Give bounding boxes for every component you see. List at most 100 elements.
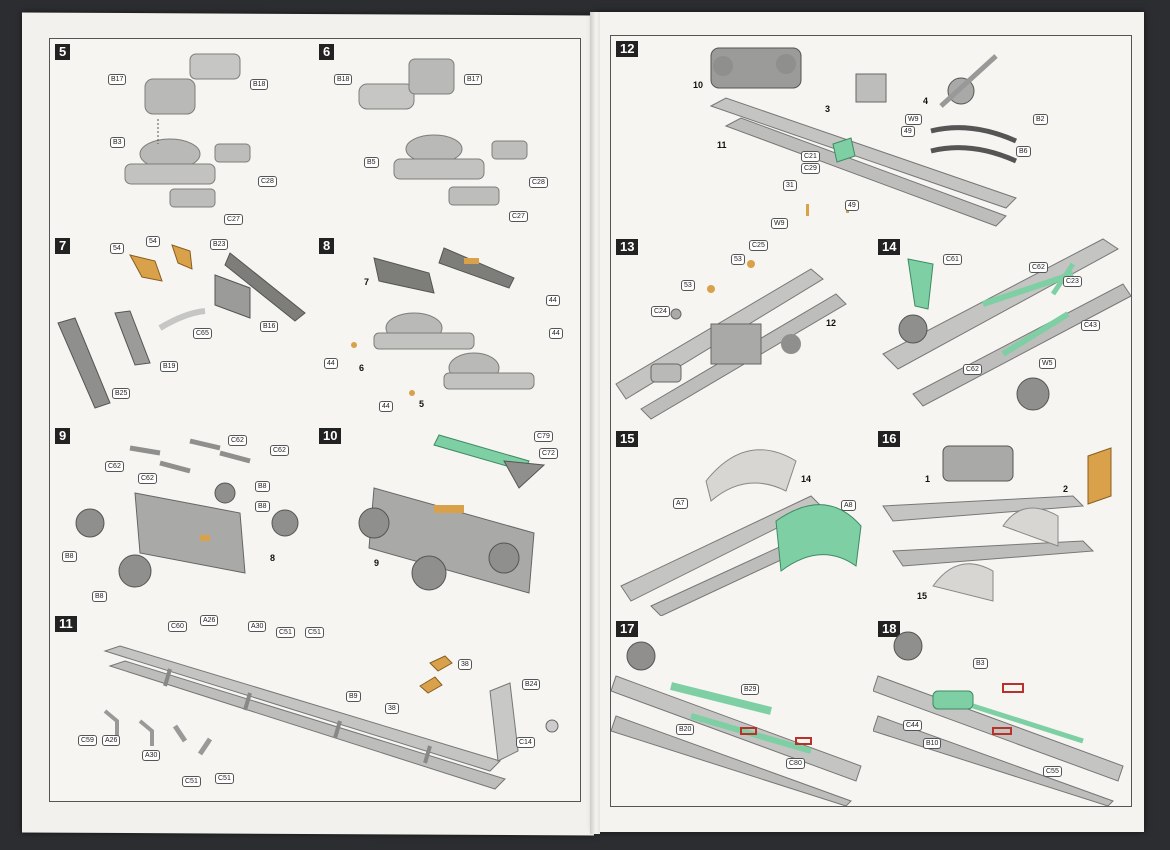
part-label: B24 [522, 679, 541, 690]
part-label: C62 [228, 435, 247, 446]
subassembly-ref: 10 [693, 80, 704, 90]
part-label: A8 [841, 500, 856, 511]
part-label: 38 [458, 659, 472, 670]
subassembly-ref: 14 [801, 474, 812, 484]
part-label: B16 [260, 321, 279, 332]
step-9-panel: 9 C62 C62 C62 C62 B8 B8 B8 B8 8 [50, 423, 315, 612]
step-6-panel: 6 B18 B17 B5 C28 C27 [314, 39, 581, 234]
part-label: B23 [210, 239, 229, 250]
part-label: B10 [923, 738, 942, 749]
part-label: C27 [224, 214, 243, 225]
step-number: 17 [616, 621, 639, 637]
part-label: C28 [258, 176, 277, 187]
part-label: C21 [801, 151, 820, 162]
step-number: 14 [878, 239, 901, 255]
right-step-grid: 12 10 3 4 11 W9 49 B2 B6 C21 C29 31 W9 4… [610, 35, 1132, 807]
part-label: C79 [534, 431, 553, 442]
step-number: 10 [319, 428, 342, 444]
part-label: 49 [845, 200, 859, 211]
step-number: 18 [878, 621, 901, 637]
part-label: B6 [1016, 146, 1031, 157]
step-7-parts-drawing [57, 244, 306, 409]
part-label: C28 [529, 177, 548, 188]
part-label: C14 [516, 737, 535, 748]
part-label: W9 [905, 114, 922, 125]
part-label: 53 [681, 280, 695, 291]
part-label: B18 [250, 79, 269, 90]
subassembly-ref: 12 [826, 318, 837, 328]
part-label: C24 [651, 306, 670, 317]
part-label: C43 [1081, 320, 1100, 331]
step-number: 8 [319, 238, 335, 254]
part-label: B25 [112, 388, 131, 399]
step-14-chassis-drawing [882, 238, 1131, 411]
step-number: 7 [55, 238, 71, 254]
part-label: A26 [102, 735, 121, 746]
step-17-panel: 17 B29 B20 C80 [611, 616, 874, 806]
part-label: W9 [771, 218, 788, 229]
step-18-chassis-drawing [873, 631, 1124, 806]
part-label: B8 [255, 501, 270, 512]
part-label: 54 [110, 243, 124, 254]
part-label: C25 [749, 240, 768, 251]
step-number: 16 [878, 431, 901, 447]
step-7-panel: 7 54 54 B23 C65 B16 B19 B25 [50, 233, 315, 424]
subassembly-ref: 11 [717, 140, 727, 150]
part-label: C51 [305, 627, 324, 638]
part-label: A30 [248, 621, 267, 632]
step-number: 13 [616, 239, 639, 255]
part-label: B17 [108, 74, 127, 85]
step-8-parts-drawing [351, 247, 535, 396]
step-15-fender-drawing [620, 449, 862, 616]
part-label: B20 [676, 724, 695, 735]
step-number: 12 [616, 41, 639, 57]
part-label: 53 [731, 254, 745, 265]
step-9-parts-drawing [75, 438, 299, 588]
part-label: 44 [549, 328, 563, 339]
step-8-panel: 8 7 44 44 44 6 44 5 [314, 233, 581, 424]
subassembly-ref: 6 [359, 363, 365, 373]
part-label: C27 [509, 211, 528, 222]
part-label: C72 [539, 448, 558, 459]
left-step-grid: 5 B17 B18 B3 C28 C27 6 B18 B17 B5 C28 [49, 38, 581, 802]
part-label: C59 [78, 735, 97, 746]
part-label: B5 [364, 157, 379, 168]
step-16-engine-drawing [882, 445, 1112, 602]
part-label: C62 [1029, 262, 1048, 273]
part-label: 31 [783, 180, 797, 191]
part-label: B17 [464, 74, 483, 85]
step-5-parts-drawing [124, 53, 251, 208]
part-label: C60 [168, 621, 187, 632]
part-label: B8 [62, 551, 77, 562]
subassembly-ref: 8 [270, 553, 276, 563]
step-12-chassis-drawing [709, 47, 1018, 227]
step-number: 11 [55, 616, 77, 632]
step-18-panel: 18 B3 C44 B10 C55 [873, 616, 1131, 806]
part-label: C51 [182, 776, 201, 787]
subassembly-ref: 2 [1063, 484, 1069, 494]
step-number: 9 [55, 428, 71, 444]
part-label: C62 [138, 473, 157, 484]
part-label: A26 [200, 615, 219, 626]
part-label: 44 [546, 295, 560, 306]
part-label: 38 [385, 703, 399, 714]
step-12-panel: 12 10 3 4 11 W9 49 B2 B6 C21 C29 31 W9 4… [611, 36, 1131, 235]
step-number: 15 [616, 431, 639, 447]
part-label: C23 [1063, 276, 1082, 287]
step-11-frame-drawing [103, 645, 559, 790]
subassembly-ref: 7 [364, 277, 370, 287]
part-label: B3 [110, 137, 125, 148]
part-label: C65 [193, 328, 212, 339]
part-label: C62 [105, 461, 124, 472]
part-label: B19 [160, 361, 179, 372]
part-label: C62 [270, 445, 289, 456]
part-label: C55 [1043, 766, 1062, 777]
step-14-panel: 14 C61 C62 C23 C43 C62 W5 [873, 234, 1131, 427]
booklet-spine [590, 12, 600, 834]
part-label: C51 [215, 773, 234, 784]
subassembly-ref: 9 [374, 558, 380, 568]
part-label: W5 [1039, 358, 1056, 369]
step-11-panel: 11 C60 A26 A30 C51 C51 B9 38 38 B24 C59 … [50, 611, 580, 801]
part-label: C29 [801, 163, 820, 174]
part-label: 44 [379, 401, 393, 412]
